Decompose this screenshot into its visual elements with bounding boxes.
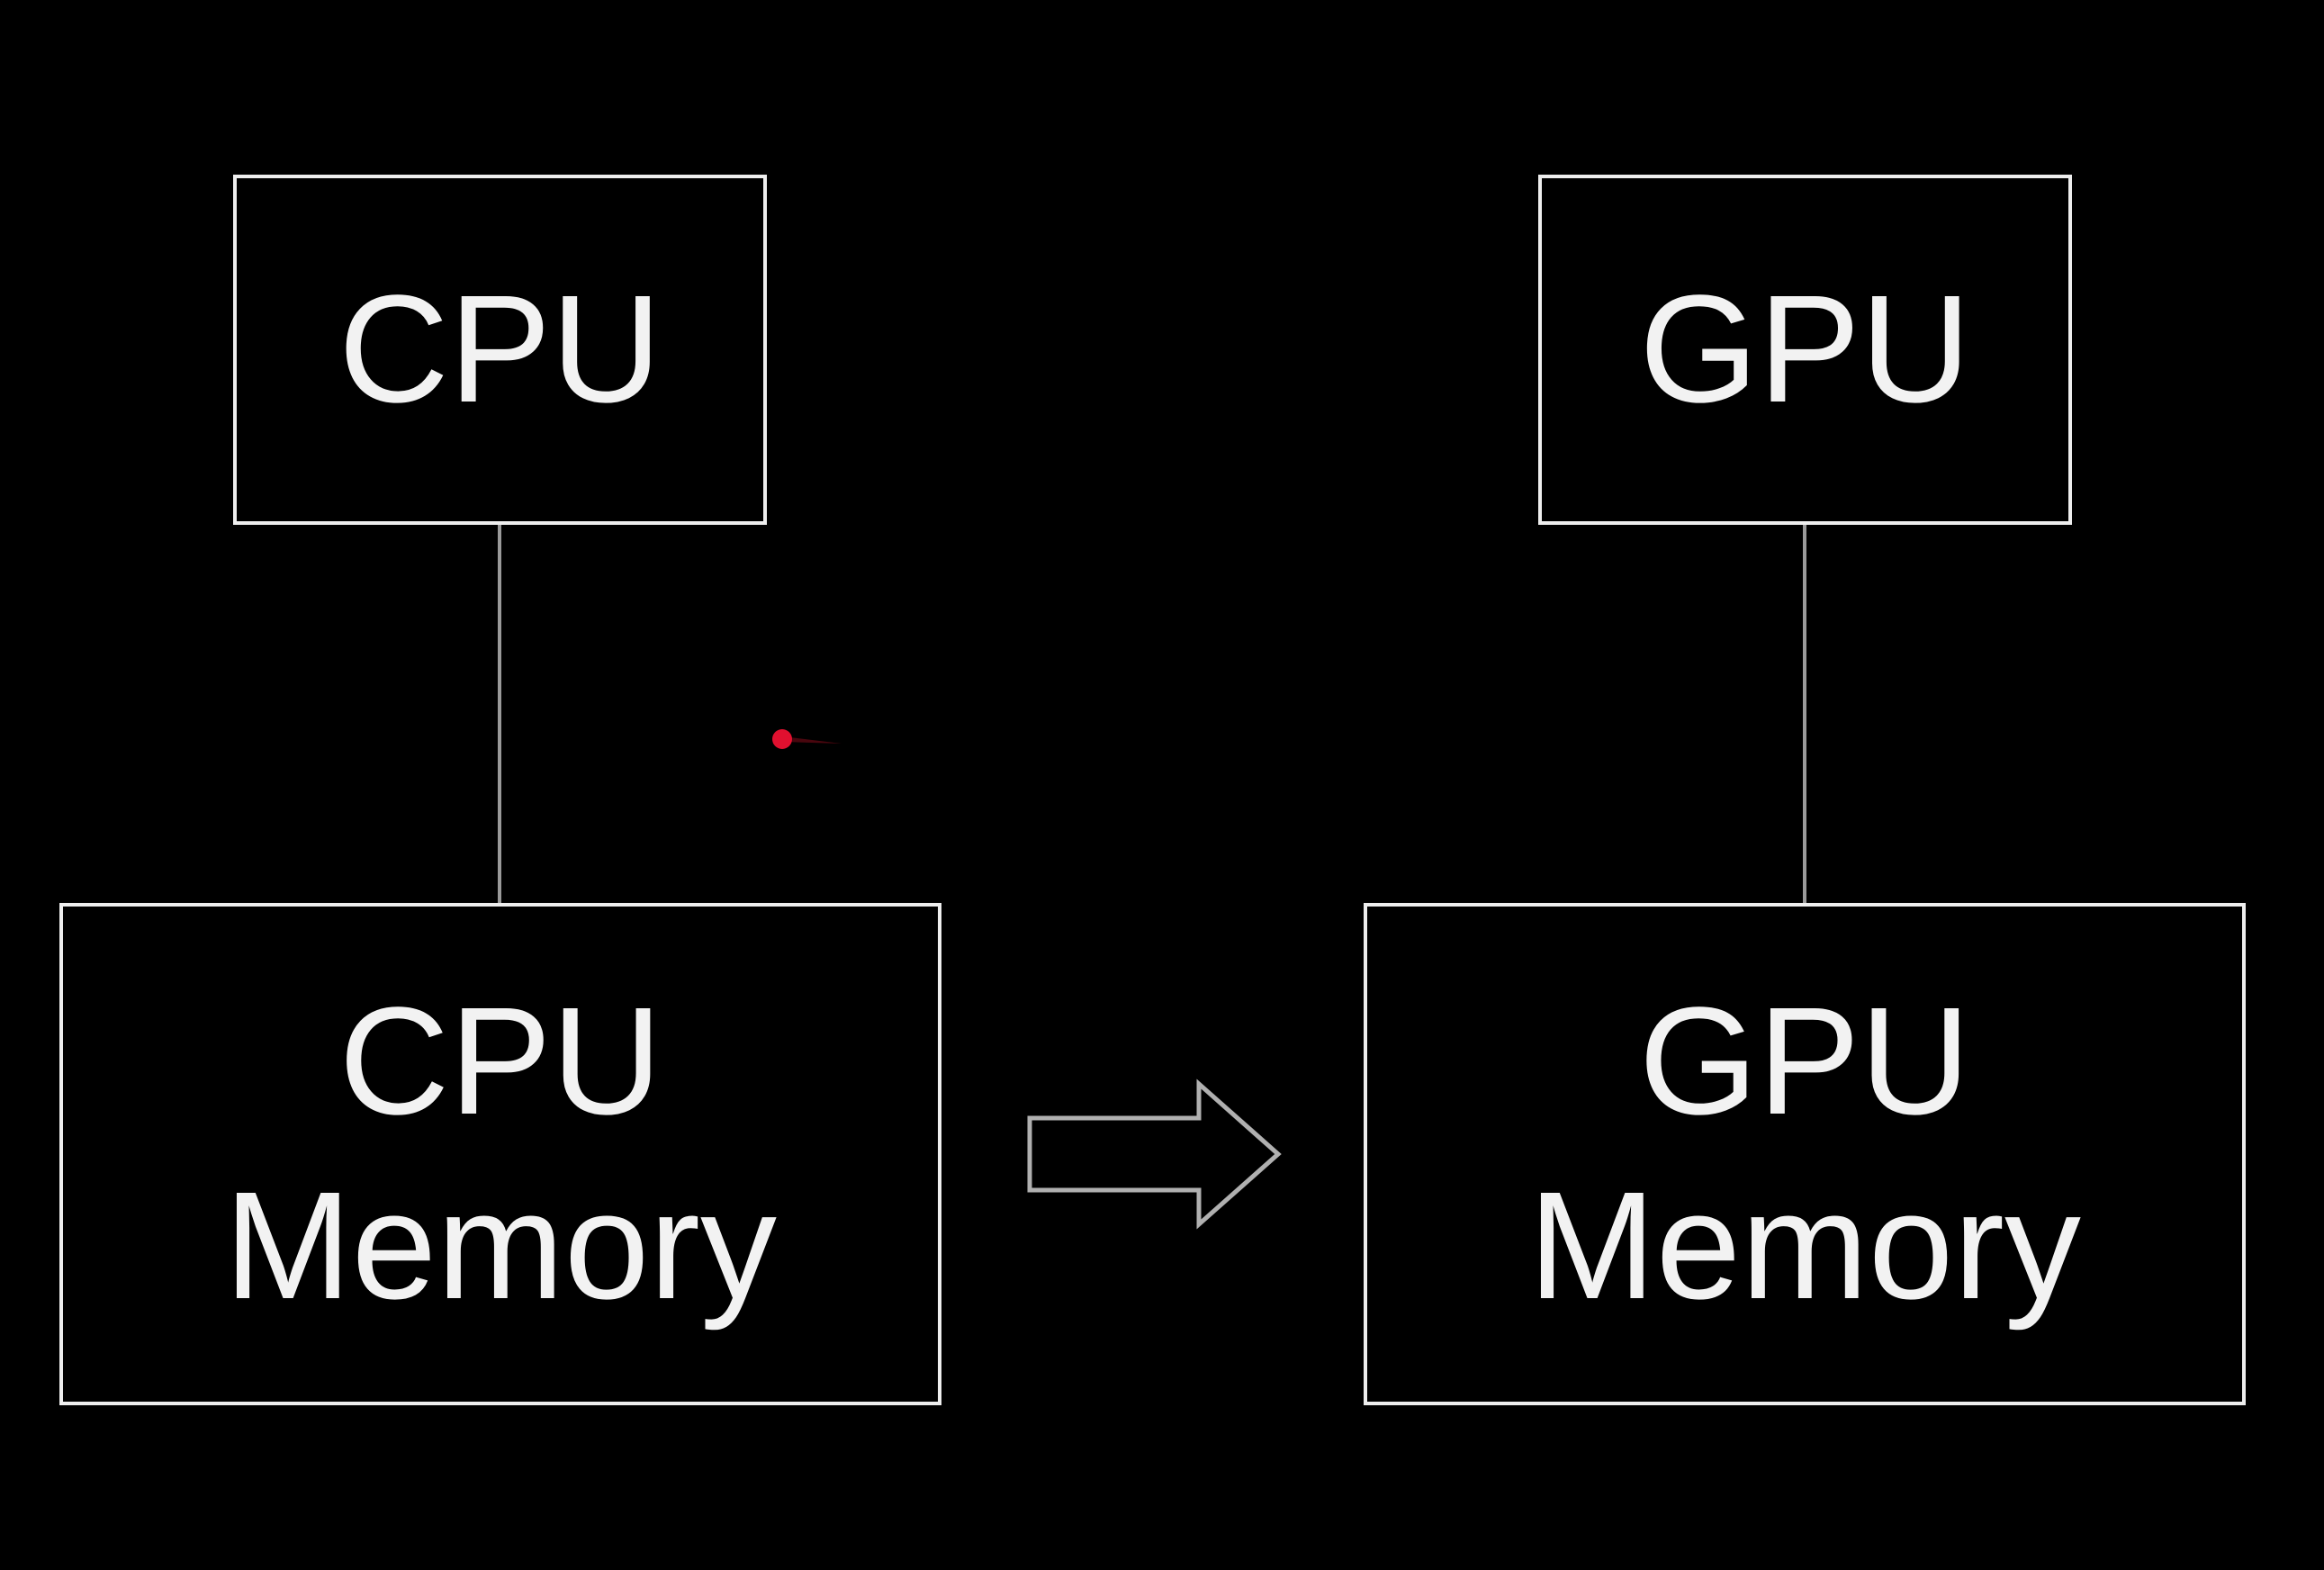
- transfer-arrow-icon: [1027, 1078, 1282, 1230]
- laser-pointer-icon: [772, 729, 842, 749]
- laser-pointer-dot: [772, 729, 792, 749]
- gpu-to-memory-connector: [1803, 525, 1806, 903]
- cpu-label: CPU: [338, 264, 662, 435]
- cpu-memory-box: CPU Memory: [59, 903, 941, 1405]
- laser-pointer-trail: [782, 736, 842, 744]
- gpu-box: GPU: [1538, 175, 2072, 525]
- cpu-memory-label-line1: CPU: [338, 976, 662, 1147]
- cpu-to-memory-connector: [498, 525, 501, 903]
- cpu-memory-label-line2: Memory: [224, 1160, 777, 1331]
- gpu-memory-label-line2: Memory: [1528, 1160, 2081, 1331]
- cpu-box: CPU: [233, 175, 767, 525]
- gpu-memory-label-line1: GPU: [1638, 976, 1971, 1147]
- transfer-arrow-shape: [1027, 1078, 1282, 1230]
- gpu-memory-box: GPU Memory: [1364, 903, 2246, 1405]
- gpu-label: GPU: [1639, 264, 1971, 435]
